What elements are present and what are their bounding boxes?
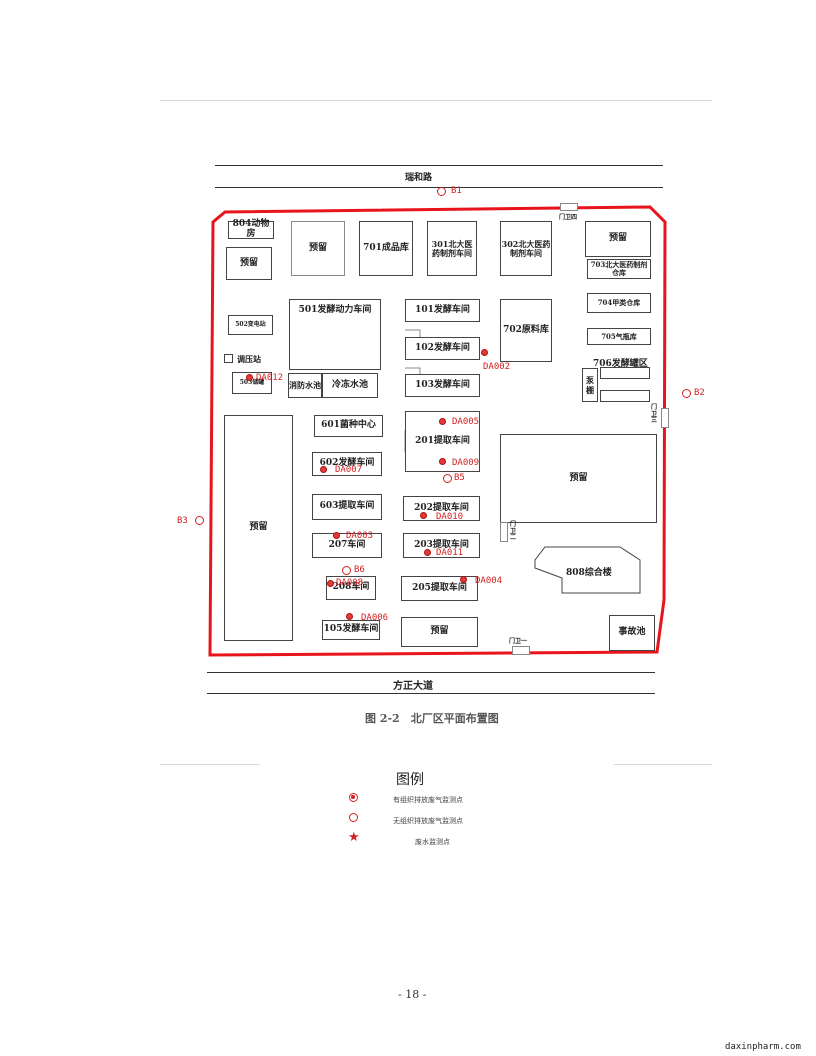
building-207: 207车间 [312, 533, 382, 558]
organized-point-marker [460, 576, 467, 583]
organized-point-marker [439, 418, 446, 425]
building-301: 301北大医药制剂车间 [427, 221, 477, 276]
building-702: 702原料库 [500, 299, 552, 362]
accident-pool: 事故池 [609, 615, 655, 651]
gate3-label: 门卫三 [651, 404, 658, 425]
point-da004-label: DA004 [475, 576, 503, 586]
fire-pool: 消防水池 [288, 373, 322, 398]
building-105: 105发酵车间 [322, 620, 380, 640]
building-808-label: 808综合楼 [566, 568, 612, 578]
tank-area-2 [600, 390, 650, 402]
building-101: 101发酵车间 [405, 299, 480, 322]
south-road-label: 方正大道 [393, 681, 433, 692]
unorganized-point-marker [443, 474, 452, 483]
building-502: 502变电站 [228, 315, 273, 335]
gate4-box [560, 203, 578, 211]
organized-point-marker [320, 466, 327, 473]
building-103: 103发酵车间 [405, 374, 480, 397]
organized-point-marker [333, 532, 340, 539]
legend-title: 图例 [396, 772, 424, 788]
gate1-label: 门卫一 [509, 638, 528, 645]
organized-point-marker [481, 349, 488, 356]
building-302: 302北大医药制剂车间 [500, 221, 552, 276]
building-reserve-mid: 预留 [500, 434, 657, 523]
organized-point-marker [327, 580, 334, 587]
unorganized-point-marker [437, 187, 446, 196]
organized-point-marker [420, 512, 427, 519]
organized-point-marker [424, 549, 431, 556]
tank-area-1 [600, 367, 650, 379]
point-da002-label: DA002 [483, 362, 511, 372]
building-reserve-s: 预留 [401, 617, 478, 647]
building-208: 208车间 [326, 576, 376, 600]
page-number: - 18 - [398, 988, 427, 1001]
building-701: 701成品库 [359, 221, 413, 276]
gate3-box [661, 408, 669, 428]
point-b6-label: B6 [354, 565, 365, 575]
north-road-label: 瑞和路 [405, 173, 433, 183]
building-reserve-nw: 预留 [226, 247, 272, 280]
point-b1-label: B1 [451, 186, 462, 196]
point-b5-label: B5 [454, 473, 465, 483]
point-da007-label: DA007 [335, 465, 363, 475]
gate2-box [500, 522, 508, 542]
road-line [215, 165, 663, 166]
unorganized-point-marker [195, 516, 204, 525]
point-b3-label: B3 [177, 516, 188, 526]
building-203: 203提取车间 [403, 533, 480, 558]
gate4-label: 门卫四 [559, 214, 578, 221]
road-line [207, 693, 655, 694]
point-da009-label: DA009 [452, 458, 480, 468]
watermark: daxinpharm.com [725, 1042, 801, 1052]
building-603: 603提取车间 [312, 494, 382, 520]
legend-unorganized-icon [349, 813, 358, 822]
building-501: 501发酵动力车间 [289, 299, 381, 370]
cold-pool: 冷冻水池 [322, 373, 378, 398]
legend-rule [614, 764, 712, 765]
header-rule [160, 100, 712, 101]
point-da010-label: DA010 [436, 512, 464, 522]
building-202: 202提取车间 [403, 496, 480, 521]
point-da012-label: DA012 [256, 373, 284, 383]
building-102: 102发酵车间 [405, 337, 480, 360]
gate2-label: 门卫二 [510, 521, 517, 542]
gate1-box [512, 646, 530, 655]
building-205: 205提取车间 [401, 576, 478, 601]
legend-organized-label: 有组织排放废气监测点 [393, 796, 463, 804]
building-704: 704甲类仓库 [587, 293, 651, 313]
building-reserve-top: 预留 [291, 221, 345, 276]
pump-shed: 泵棚 [582, 368, 598, 402]
legend-organized-icon [349, 793, 358, 802]
point-da006-label: DA006 [361, 613, 389, 623]
organized-point-marker [346, 613, 353, 620]
building-703: 703北大医药制剂仓库 [587, 259, 651, 279]
building-reserve-ne: 预留 [585, 221, 651, 257]
figure-caption: 图 2-2 北厂区平面布置图 [365, 712, 499, 725]
organized-point-marker [439, 458, 446, 465]
legend-star-icon: ★ [348, 830, 360, 845]
organized-point-marker [246, 374, 253, 381]
pressure-station-box [224, 354, 233, 363]
road-line [207, 672, 655, 673]
building-804: 804动物房 [228, 219, 274, 239]
point-b2-label: B2 [694, 388, 705, 398]
point-da008-label: DA008 [336, 578, 364, 588]
legend-rule [160, 764, 260, 765]
point-da003-label: DA003 [346, 531, 374, 541]
legend-unorganized-label: 无组织排放废气监测点 [393, 817, 463, 825]
building-601: 601菌种中心 [314, 415, 383, 437]
building-705: 705气瓶库 [587, 328, 651, 345]
unorganized-point-marker [682, 389, 691, 398]
legend-wastewater-label: 废水监测点 [415, 838, 450, 846]
building-reserve-west: 预留 [224, 415, 293, 641]
point-da011-label: DA011 [436, 548, 464, 558]
building-503: 503储罐 [232, 372, 272, 394]
point-da005-label: DA005 [452, 417, 480, 427]
building-706-label: 706发酵罐区 [593, 359, 648, 369]
pressure-station-label: 调压站 [237, 354, 261, 364]
unorganized-point-marker [342, 566, 351, 575]
